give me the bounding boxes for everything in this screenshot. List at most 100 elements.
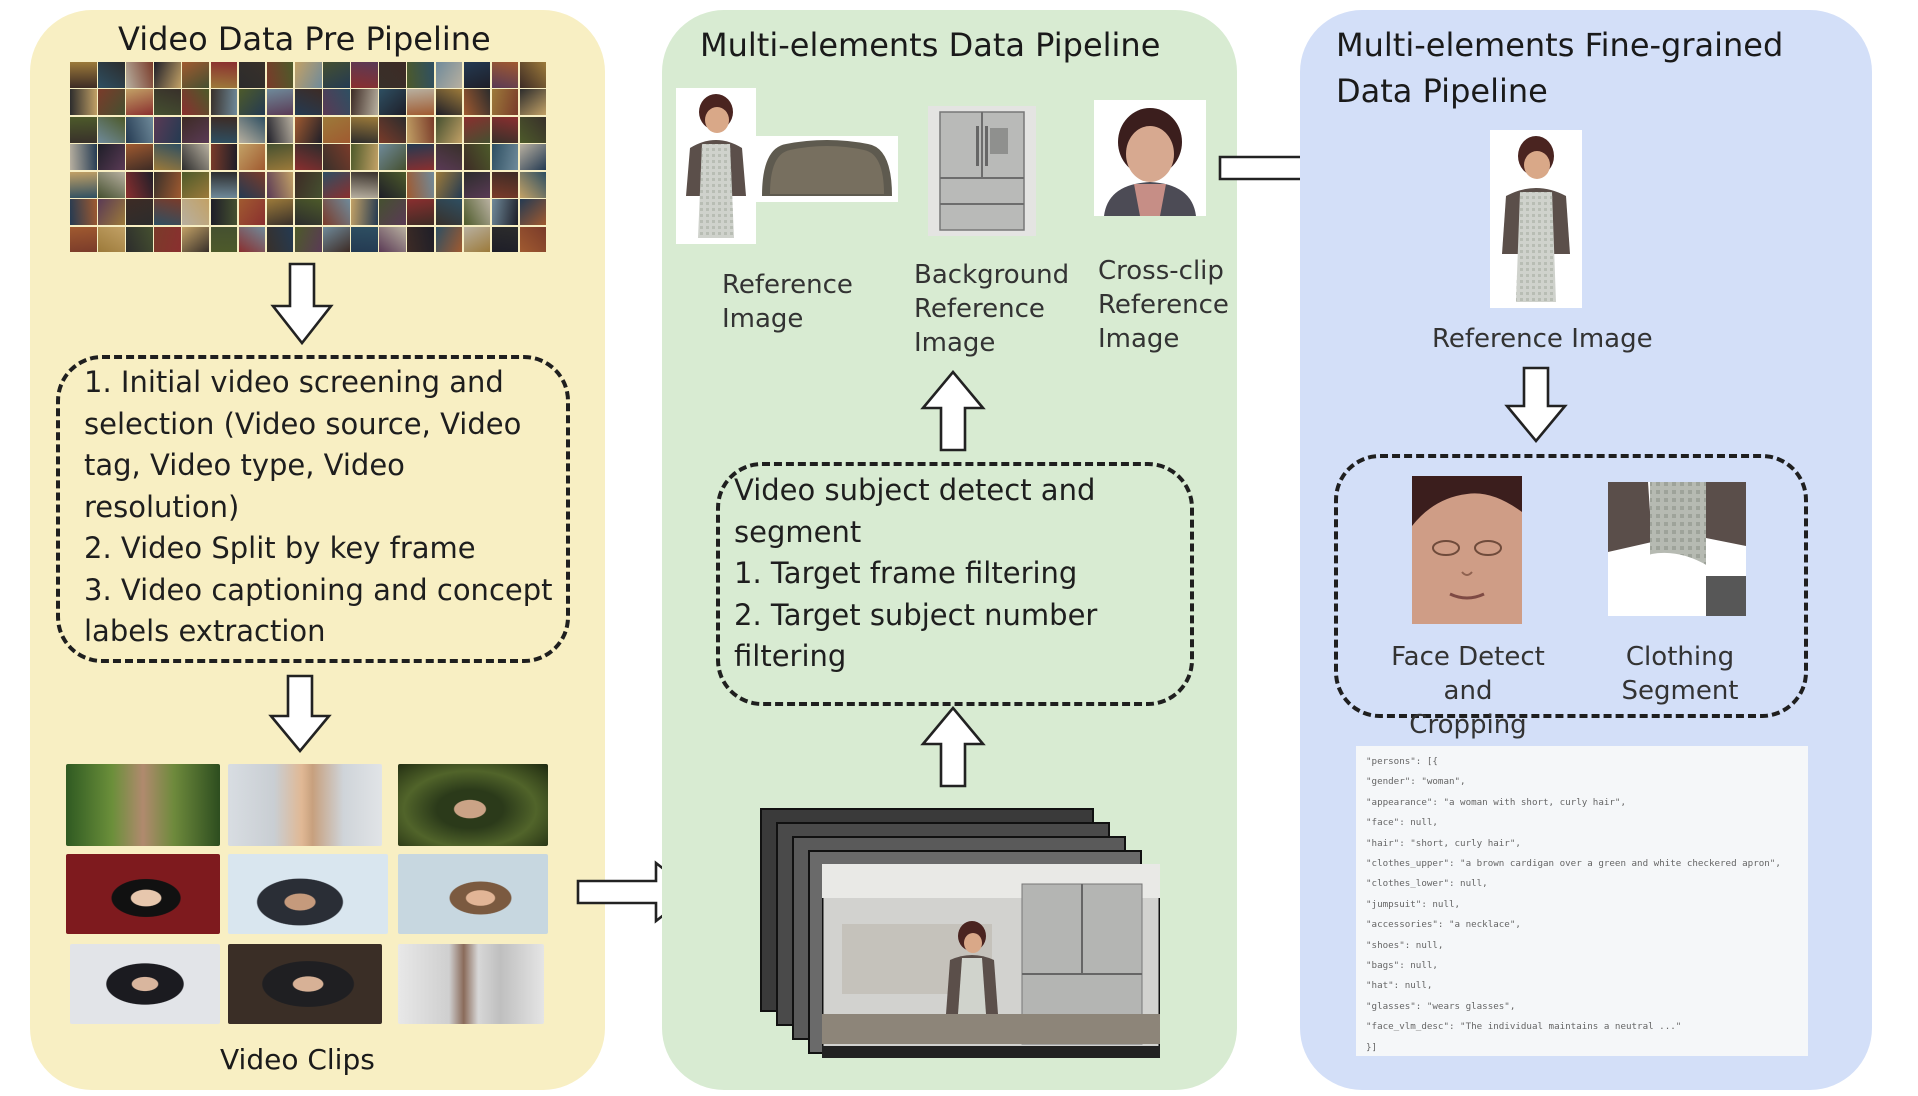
poster-tile [323,89,350,116]
poster-tile [519,171,547,198]
poster-tile [407,226,435,253]
poster-tile [351,62,378,88]
poster-tile [126,199,153,226]
poster-tile [98,171,125,198]
poster-tile [351,171,378,198]
pre-steps-box [56,355,570,663]
video-clips-label: Video Clips [220,1043,375,1076]
poster-tile [435,116,463,143]
arrow-down-icon [270,262,334,346]
face-crop-image [1412,476,1522,624]
poster-tile [491,226,519,253]
poster-tile [266,144,294,171]
poster-tile [463,62,491,88]
poster-tile [266,171,294,198]
poster-tile [435,199,463,226]
poster-tile [491,199,519,226]
poster-collage [70,62,548,254]
pre-step-line: labels extraction [84,614,326,648]
video-clip-thumbnail [228,854,388,934]
poster-tile [379,171,406,198]
poster-tile [210,199,238,226]
detect-step-line: 1. Target frame filtering [734,556,1078,590]
poster-tile [407,116,435,143]
poster-tile [379,116,406,143]
poster-tile [294,199,322,226]
poster-tile [210,226,238,253]
poster-tile [463,89,491,116]
poster-tile [463,171,491,198]
subject-detect-box [716,462,1194,706]
fine-extraction-box [1334,454,1808,718]
poster-tile [491,89,519,116]
poster-tile [407,144,435,171]
pre-step-line: 2. Video Split by key frame [84,531,476,565]
poster-tile [182,89,210,116]
poster-tile [210,62,238,88]
poster-tile [210,144,238,171]
poster-tile [323,171,350,198]
poster-tile [351,89,378,116]
poster-tile [519,62,547,88]
json-annotation-block: "persons": [{ "gender": "woman", "appear… [1356,746,1808,1056]
poster-tile [407,199,435,226]
poster-tile [154,171,181,198]
reference-person-image [676,88,756,244]
video-clip-thumbnail [66,764,220,846]
poster-tile [266,226,294,253]
poster-tile [266,116,294,143]
json-line: "jumpsuit": null, [1366,898,1461,910]
poster-tile [238,116,266,143]
poster-tile [294,89,322,116]
poster-tile [154,199,181,226]
poster-tile [379,89,406,116]
poster-tile [238,62,266,88]
poster-tile [126,144,153,171]
poster-tile [182,226,210,253]
poster-tile [379,144,406,171]
poster-tile [519,116,547,143]
poster-tile [519,226,547,253]
pre-step-line: selection (Video source, Video [84,406,522,441]
poster-tile [238,199,266,226]
poster-tile [379,62,406,88]
poster-tile [182,199,210,226]
poster-tile [463,144,491,171]
multi-elements-title: Multi-elements Data Pipeline [700,26,1161,64]
video-clip-thumbnail [398,944,544,1024]
poster-tile [126,62,153,88]
background-reference-label: Background Reference Image [914,260,1070,358]
cross-clip-face-image [1094,100,1206,216]
poster-tile [491,62,519,88]
poster-tile [351,226,378,253]
poster-tile [210,171,238,198]
json-line: "glasses": "wears glasses", [1366,1000,1516,1012]
fine-grained-title-line: Multi-elements Fine-grained [1336,26,1784,64]
poster-tile [491,116,519,143]
poster-tile [379,226,406,253]
json-line: "face_vlm_desc": "The individual maintai… [1366,1021,1682,1033]
poster-tile [98,199,125,226]
face-detect-label: Face Detect and Cropping [1391,642,1545,740]
fine-reference-image-label: Reference Image [1432,324,1653,354]
json-line: "accessories": "a necklace", [1366,919,1521,931]
poster-tile [351,116,378,143]
poster-tile [238,144,266,171]
poster-tile [210,116,238,143]
poster-tile [294,171,322,198]
poster-tile [182,144,210,171]
poster-tile [519,89,547,116]
json-line: "hat": null, [1366,980,1433,992]
poster-tile [266,89,294,116]
json-line: "hair": "short, curly hair", [1366,837,1521,849]
detect-step-line: Video subject detect and [734,473,1096,507]
clothing-segment-image [1608,482,1746,616]
poster-tile [463,199,491,226]
poster-tile [407,171,435,198]
poster-tile [182,171,210,198]
poster-tile [519,144,547,171]
poster-tile [238,171,266,198]
arrow-down-icon [268,674,332,754]
poster-tile [294,62,322,88]
pre-steps-text: 1. Initial video screening and selection… [84,362,553,653]
